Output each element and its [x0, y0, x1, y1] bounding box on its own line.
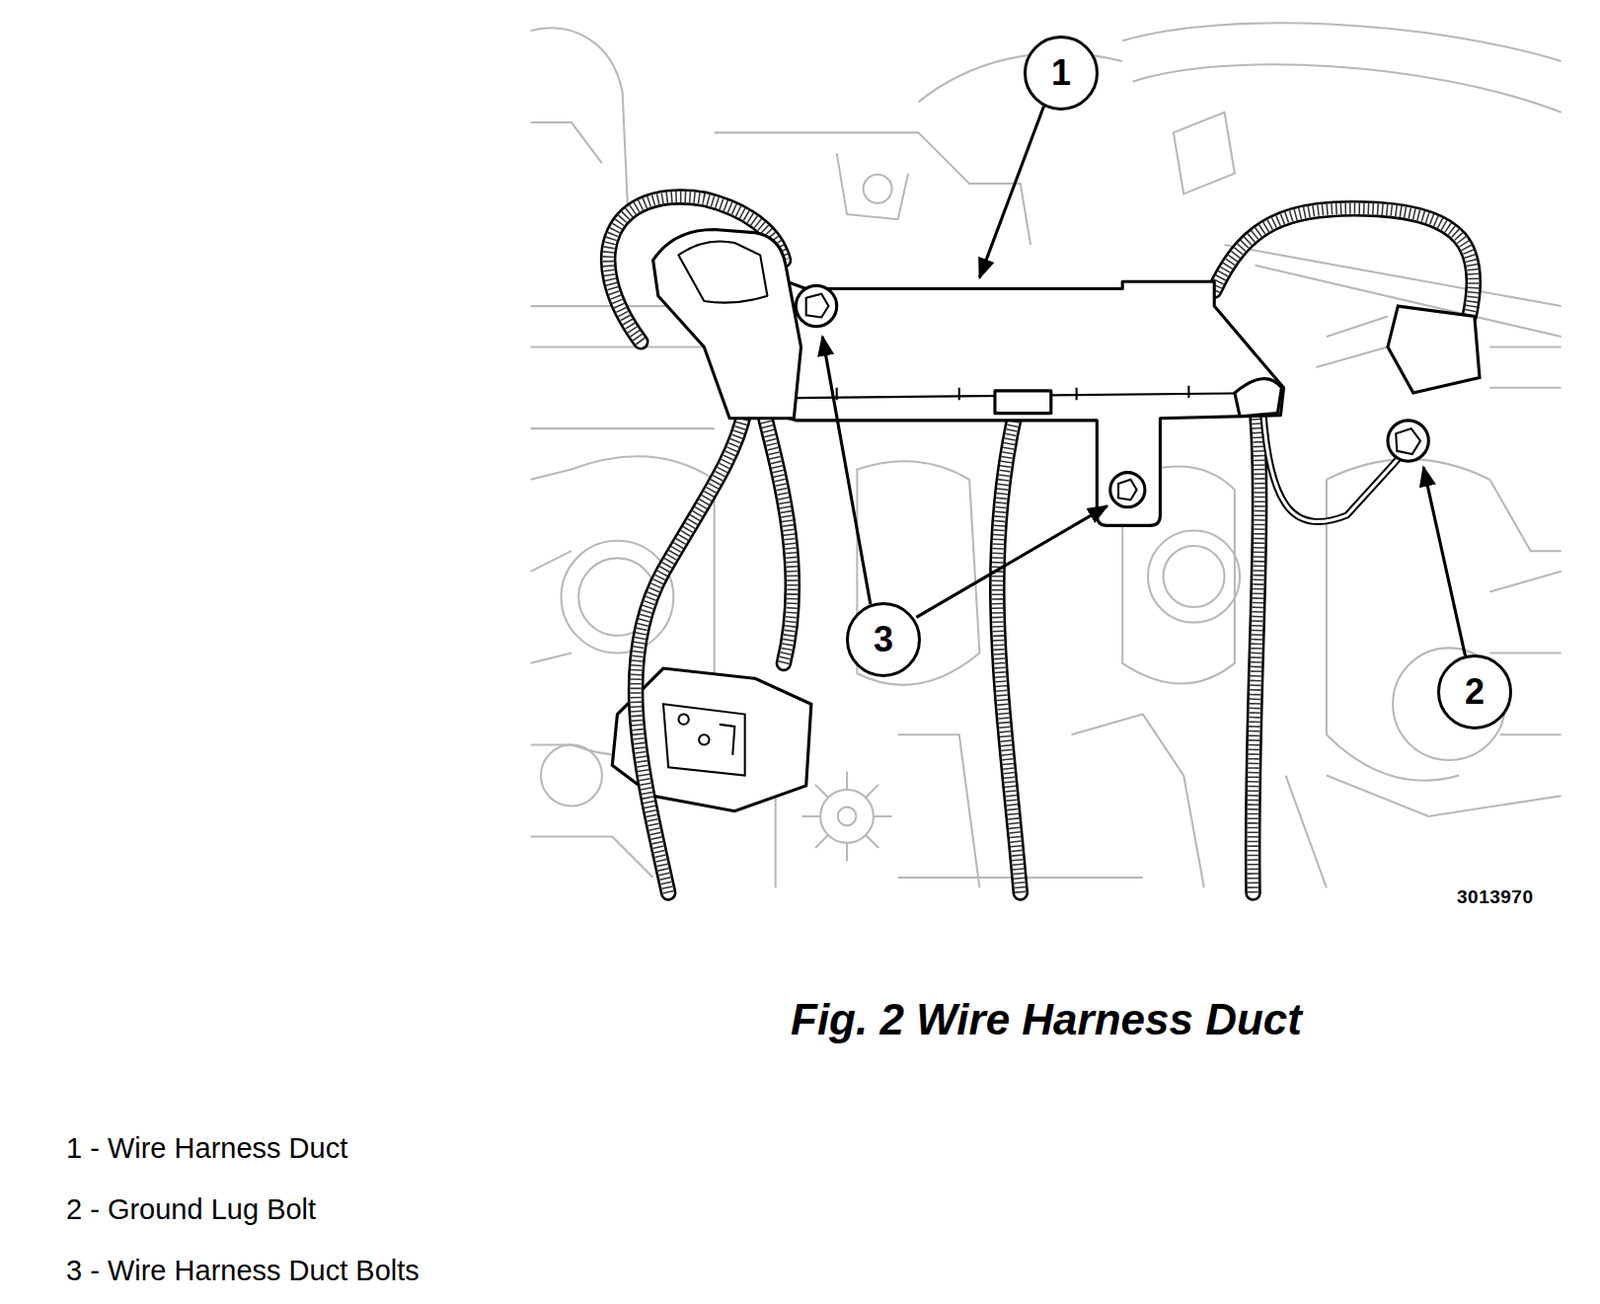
callout-number: 2 — [1437, 654, 1513, 730]
legend-line: 1 - Wire Harness Duct — [66, 1132, 348, 1165]
electrical-connector — [1387, 305, 1480, 393]
bolt — [795, 285, 1429, 507]
wire-harness-duct — [653, 229, 1285, 527]
callout-number: 3 — [845, 602, 921, 678]
legend-line: 3 - Wire Harness Duct Bolts — [66, 1254, 420, 1288]
figure-caption: Fig. 2 Wire Harness Duct — [790, 994, 1302, 1045]
figure-number: 3013970 — [1456, 886, 1533, 909]
wire-harness — [608, 196, 1474, 893]
engine-background — [531, 22, 1562, 888]
callout-number: 1 — [1023, 35, 1099, 111]
legend-line: 2 - Ground Lug Bolt — [66, 1193, 316, 1226]
ground-wire — [1263, 413, 1398, 523]
ground-wire — [1263, 413, 1398, 523]
leader-arrow — [822, 105, 1465, 656]
